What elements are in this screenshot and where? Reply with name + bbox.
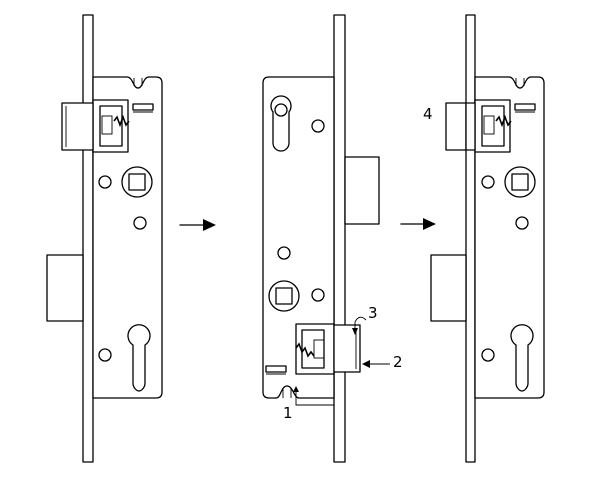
pin bbox=[514, 103, 536, 111]
right-arrow-icon bbox=[179, 219, 216, 231]
lock-case bbox=[92, 76, 163, 399]
lock-body-step-2 bbox=[262, 14, 390, 463]
callout-2-label: 2 bbox=[393, 353, 403, 371]
pin bbox=[132, 103, 154, 111]
callout-3-label: 3 bbox=[368, 304, 378, 322]
follower-square bbox=[128, 173, 146, 191]
latch-bolt bbox=[61, 102, 94, 151]
follower-square bbox=[275, 287, 293, 305]
screw-hole bbox=[311, 119, 325, 133]
deadbolt bbox=[46, 254, 84, 322]
spring bbox=[495, 114, 512, 128]
deadbolt bbox=[430, 254, 467, 322]
screw-hole bbox=[277, 246, 291, 260]
spring bbox=[295, 342, 315, 358]
lock-body-step-1 bbox=[46, 14, 163, 463]
screw-hole bbox=[133, 216, 147, 230]
lock-body-step-3 bbox=[430, 14, 545, 463]
right-arrow-icon bbox=[400, 218, 436, 230]
lock-case bbox=[474, 76, 545, 399]
spring bbox=[113, 114, 130, 128]
cylinder-cutout bbox=[127, 324, 151, 392]
screw-hole bbox=[98, 175, 112, 189]
callout-1-label: 1 bbox=[283, 404, 293, 422]
faceplate bbox=[82, 14, 94, 463]
screw-hole bbox=[311, 288, 325, 302]
screw-hole bbox=[515, 216, 529, 230]
callout-4-label: 4 bbox=[423, 105, 433, 123]
faceplate bbox=[465, 14, 476, 463]
screw-hole bbox=[98, 348, 112, 362]
callout-1-leader bbox=[295, 390, 334, 406]
screw-hole bbox=[481, 348, 495, 362]
callout-3-arrow bbox=[354, 316, 367, 330]
deadbolt bbox=[344, 156, 380, 225]
screw-hole bbox=[481, 175, 495, 189]
faceplate bbox=[333, 14, 346, 463]
cylinder-cutout bbox=[510, 324, 534, 392]
lock-case bbox=[262, 76, 335, 399]
pin bbox=[265, 365, 287, 373]
latch-bolt bbox=[445, 102, 467, 151]
follower-square bbox=[511, 173, 529, 191]
